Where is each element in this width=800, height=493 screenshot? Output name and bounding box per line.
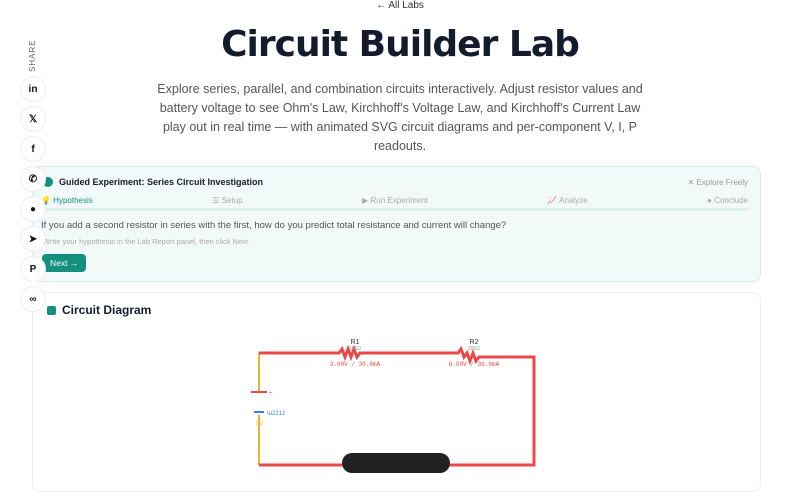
step-analyze[interactable]: 📈 Analyze	[547, 196, 588, 205]
step-run-experiment[interactable]: ▶ Run Experiment	[362, 196, 428, 205]
step-conclude[interactable]: ● Conclude	[707, 196, 748, 205]
share-label: SHARE	[28, 39, 37, 72]
all-labs-link[interactable]: ← All Labs	[376, 0, 424, 11]
hypothesis-question: If you add a second resistor in series w…	[41, 220, 507, 231]
diagram-toolbar[interactable]	[342, 453, 450, 473]
battery-voltage[interactable]: 9V	[256, 421, 263, 427]
battery-minus: \u2212	[267, 411, 286, 417]
guided-title: Guided Experiment: Series Circuit Invest…	[59, 177, 264, 187]
share-reddit-button[interactable]: ●	[20, 196, 46, 222]
next-button[interactable]: Next →	[42, 254, 87, 272]
share-linkedin-button[interactable]: in	[20, 76, 46, 102]
battery-plus: +	[269, 391, 273, 397]
share-pinterest-button[interactable]: P	[20, 256, 46, 282]
step-hypothesis[interactable]: 💡 Hypothesis	[41, 196, 93, 205]
r2-reading: 6.00V / 30.0mA	[449, 361, 500, 368]
diagram-title: Circuit Diagram	[62, 303, 152, 317]
page-title: Circuit Builder Lab	[221, 24, 580, 65]
share-telegram-button[interactable]: ➤	[20, 226, 46, 252]
share-facebook-button[interactable]: f	[20, 136, 46, 162]
circuit-icon	[47, 305, 56, 315]
circuit-svg: + \u2212 9V R1 100Ω 3.00V / 30.0mA R2 20…	[251, 339, 536, 467]
experiment-icon	[43, 177, 53, 187]
r1-value: 100Ω	[349, 346, 361, 352]
page-intro: Explore series, parallel, and combinatio…	[157, 82, 643, 153]
explore-freely-button[interactable]: ✕ Explore Freely	[687, 178, 749, 187]
r1-reading: 3.00V / 30.0mA	[330, 361, 381, 368]
r2-value: 200Ω	[468, 346, 480, 352]
share-x-button[interactable]: 𝕏	[20, 106, 46, 132]
r2-label[interactable]: R2	[470, 339, 479, 346]
step-tabs: 💡 Hypothesis ☰ Setup ▶ Run Experiment 📈 …	[41, 196, 748, 205]
guided-experiment-panel: Guided Experiment: Series Circuit Invest…	[32, 166, 761, 282]
step-setup[interactable]: ☰ Setup	[212, 196, 243, 205]
share-whatsapp-button[interactable]: ✆	[20, 166, 46, 192]
share-copy-link-button[interactable]: ∞	[20, 286, 46, 312]
step-progress-bar	[41, 208, 748, 211]
circuit-wire	[259, 344, 536, 467]
hypothesis-hint: Write your hypothesis in the Lab Report …	[43, 237, 251, 246]
r1-label[interactable]: R1	[351, 339, 360, 346]
